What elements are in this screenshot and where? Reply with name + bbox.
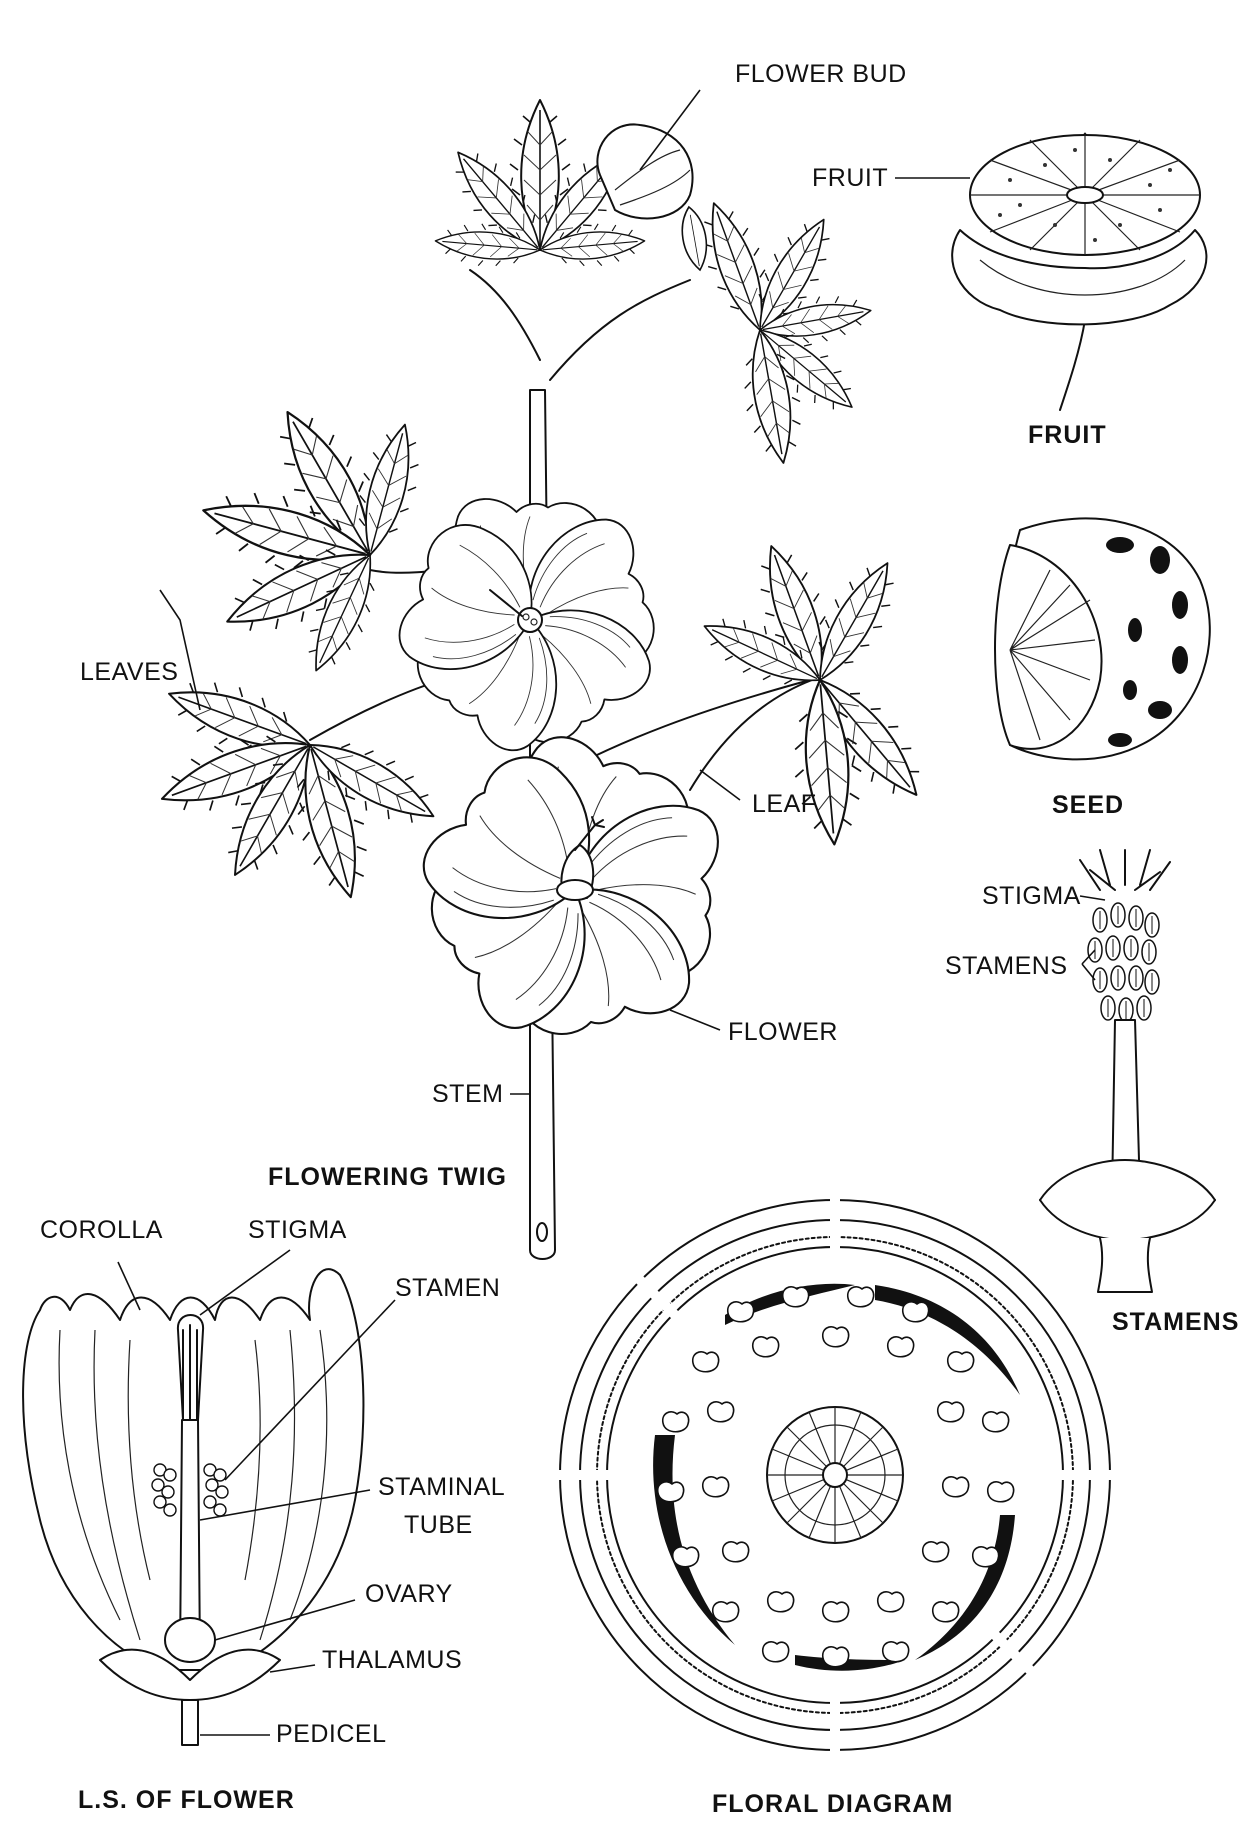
label-stamens-part: STAMENS [945, 952, 1068, 980]
label-flower-bud: FLOWER BUD [735, 60, 907, 88]
label-thalamus: THALAMUS [322, 1646, 462, 1674]
fruit-drawing [952, 134, 1206, 410]
label-flower: FLOWER [728, 1018, 838, 1046]
ls-of-flower-drawing [23, 1269, 363, 1745]
label-staminal-1: STAMINAL [378, 1473, 505, 1501]
label-leaves: LEAVES [80, 658, 178, 686]
floral-diagram-drawing [555, 1195, 1115, 1755]
label-stem: STEM [432, 1080, 503, 1108]
flowering-twig-drawing [151, 100, 939, 1259]
caption-flowering-twig: FLOWERING TWIG [268, 1163, 507, 1191]
label-stamen: STAMEN [395, 1274, 500, 1302]
label-stigma-ls: STIGMA [248, 1216, 347, 1244]
caption-stamens: STAMENS [1112, 1308, 1239, 1336]
stamens-drawing [1040, 850, 1215, 1292]
label-fruit: FRUIT [812, 164, 888, 192]
caption-seed: SEED [1052, 791, 1124, 819]
label-corolla: COROLLA [40, 1216, 163, 1244]
caption-fruit: FRUIT [1028, 421, 1107, 449]
label-leaf: LEAF [752, 790, 817, 818]
label-staminal-2: TUBE [404, 1511, 473, 1539]
caption-ls-of-flower: L.S. OF FLOWER [78, 1786, 295, 1814]
seed-drawing [995, 518, 1210, 759]
label-ovary: OVARY [365, 1580, 453, 1608]
caption-floral-diagram: FLORAL DIAGRAM [712, 1790, 953, 1816]
label-pedicel: PEDICEL [276, 1720, 386, 1748]
label-stigma-stamens: STIGMA [982, 882, 1081, 910]
